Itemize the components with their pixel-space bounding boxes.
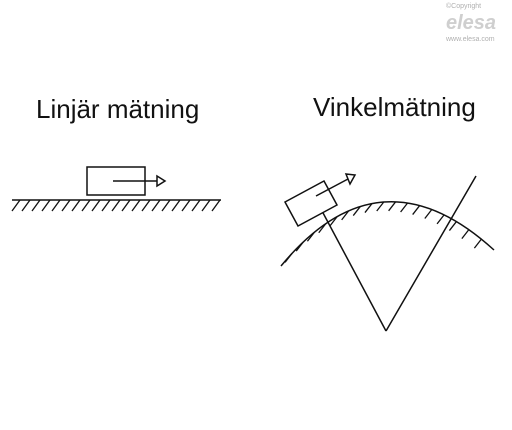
hatch-stroke — [352, 206, 361, 216]
linear-surface-hatching — [11, 199, 221, 212]
hatch-stroke — [81, 199, 91, 212]
hatch-stroke — [329, 216, 338, 227]
watermark-logo: elesa — [446, 12, 496, 34]
linear-arrow-icon — [156, 174, 167, 188]
hatch-stroke — [41, 199, 51, 212]
hatch-stroke — [11, 199, 21, 212]
hatch-stroke — [181, 199, 191, 212]
hatch-stroke — [161, 199, 171, 212]
hatch-stroke — [461, 229, 470, 240]
hatch-stroke — [211, 199, 221, 212]
hatch-stroke — [284, 252, 293, 263]
hatch-stroke — [31, 199, 41, 212]
hatch-stroke — [51, 199, 61, 212]
watermark-copyright: ©Copyright — [446, 2, 481, 10]
hatch-stroke — [436, 214, 445, 225]
hatch-stroke — [306, 231, 315, 242]
hatch-stroke — [21, 199, 31, 212]
hatch-stroke — [111, 199, 121, 212]
linear-measurement-figure — [11, 166, 221, 212]
hatch-stroke — [388, 201, 397, 212]
hatch-stroke — [121, 199, 131, 212]
hatch-stroke — [71, 199, 81, 212]
hatch-stroke — [341, 210, 350, 221]
elesa-watermark: ©Copyright elesa www.elesa.com — [445, 2, 496, 43]
linear-measurement-label: Linjär mätning — [36, 94, 199, 124]
hatch-stroke — [131, 199, 141, 212]
watermark-url: www.elesa.com — [445, 36, 495, 43]
angular-arrow-icon — [344, 173, 357, 186]
hatch-stroke — [191, 199, 201, 212]
angular-measurement-figure — [280, 173, 495, 332]
hatch-stroke — [400, 202, 409, 213]
angular-surface-hatching — [284, 201, 482, 263]
hatch-stroke — [101, 199, 111, 212]
angle-left-leg — [321, 210, 387, 332]
hatch-stroke — [61, 199, 71, 212]
hatch-stroke — [364, 203, 373, 213]
hatch-stroke — [151, 199, 161, 212]
hatch-stroke — [295, 241, 304, 252]
angular-sensor-block — [283, 179, 339, 228]
hatch-stroke — [448, 221, 457, 231]
hatch-stroke — [412, 205, 421, 215]
hatch-stroke — [201, 199, 211, 212]
angular-measurement-label: Vinkelmätning — [313, 92, 476, 122]
hatch-stroke — [141, 199, 151, 212]
hatch-stroke — [318, 223, 327, 234]
hatch-stroke — [376, 201, 385, 212]
hatch-stroke — [91, 199, 101, 212]
angle-right-leg — [385, 175, 477, 332]
hatch-stroke — [171, 199, 181, 212]
angular-direction-line — [315, 178, 349, 197]
hatch-stroke — [473, 238, 482, 249]
hatch-stroke — [424, 209, 433, 219]
